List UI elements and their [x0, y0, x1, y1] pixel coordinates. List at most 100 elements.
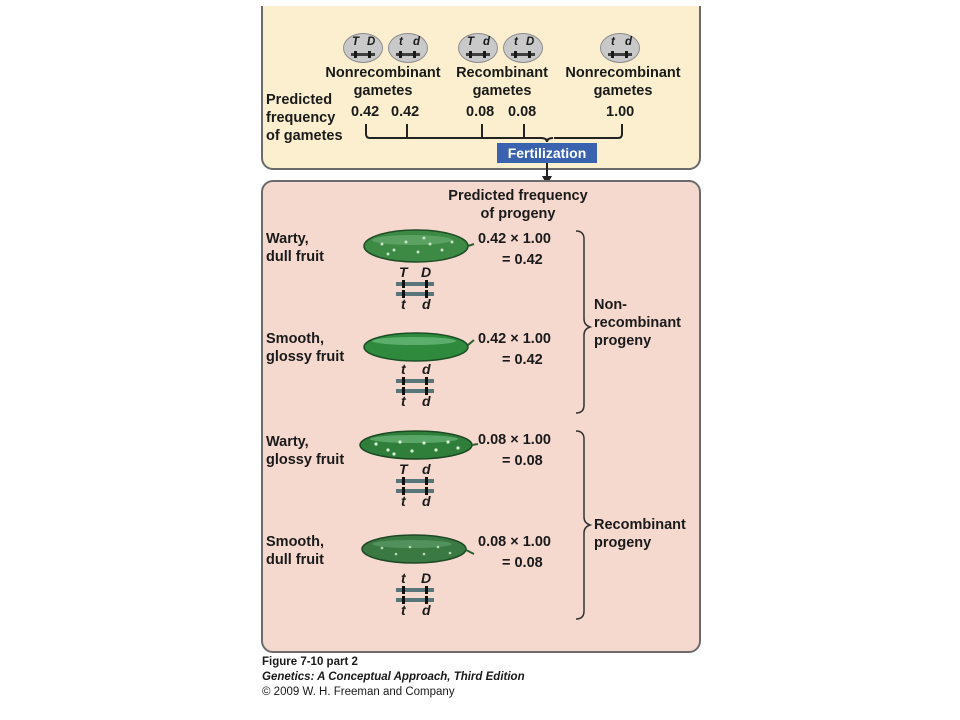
bracket-point: [540, 137, 554, 143]
locus-mark: [413, 51, 416, 58]
locus-mark: [354, 51, 357, 58]
label-line: frequency: [266, 110, 336, 126]
label-line: glossy fruit: [266, 452, 345, 468]
locus-mark: [528, 51, 531, 58]
chromosome-bar: [396, 379, 434, 383]
allele: t: [401, 570, 406, 586]
gamete-bracket: [365, 124, 623, 185]
phenotype-label: Warty, glossy fruit: [266, 433, 344, 469]
chromosome-bar: [396, 292, 434, 296]
chromosome-bar: [511, 53, 535, 56]
chromosome-bar: [396, 479, 434, 483]
chromosome-bar: [396, 588, 434, 592]
nonrecombinant-brace: [575, 230, 593, 414]
allele: D: [421, 570, 432, 586]
allele: t: [401, 602, 406, 618]
locus-mark: [425, 290, 428, 298]
locus-mark: [425, 596, 428, 604]
locus-mark: [402, 377, 405, 385]
locus-mark: [514, 51, 517, 58]
locus-mark: [399, 51, 402, 58]
header-line: Predicted frequency: [448, 188, 588, 204]
label-line: Nonrecombinant: [565, 65, 681, 81]
chromosome-bar: [608, 53, 632, 56]
progeny-panel: [261, 180, 701, 653]
gamete-chromosome-td-right: t d: [600, 33, 640, 63]
allele: d: [422, 296, 431, 312]
allele: d: [625, 36, 633, 48]
gamete-chromosome-tD: t D: [503, 33, 543, 63]
allele: d: [422, 602, 431, 618]
smooth-cucumber-icon: [363, 332, 475, 362]
locus-mark: [425, 377, 428, 385]
gamete-chromosome-td: t d: [388, 33, 428, 63]
locus-mark: [402, 387, 405, 395]
gamete-frequency: 0.08: [466, 104, 495, 120]
allele: t: [401, 493, 406, 509]
dull-smooth-cucumber-icon: [361, 534, 475, 564]
label-line: of gametes: [266, 128, 343, 144]
gamete-frequency: 0.08: [508, 104, 537, 120]
label-line: glossy fruit: [266, 349, 345, 365]
progeny-calculation: 0.42 × 1.00 = 0.42: [478, 329, 551, 371]
calc-line: 0.42 × 1.00: [478, 331, 551, 347]
gamete-chromosome-Td: T d: [458, 33, 498, 63]
chromosome-bar: [396, 389, 434, 393]
allele: T: [399, 461, 408, 477]
locus-mark: [402, 477, 405, 485]
genotype-diagram: T d t d: [396, 461, 446, 511]
locus-mark: [402, 596, 405, 604]
locus-mark: [402, 290, 405, 298]
locus-mark: [625, 51, 628, 58]
progeny-calculation: 0.08 × 1.00 = 0.08: [478, 532, 551, 574]
phenotype-label: Smooth, glossy fruit: [266, 330, 344, 366]
progeny-frequency-header: Predicted frequency of progeny: [440, 187, 596, 223]
recombinant-progeny-label: Recombinant progeny: [594, 516, 686, 552]
genotype-diagram: T D t d: [396, 264, 446, 314]
label-line: progeny: [594, 333, 652, 349]
recombinant-gametes-label: Recombinant gametes: [450, 64, 554, 100]
gamete-frequency: 0.42: [351, 104, 380, 120]
label-line: recombinant: [594, 315, 682, 331]
label-line: gametes: [593, 83, 653, 99]
label-line: Smooth,: [266, 534, 324, 550]
label-line: Non-: [594, 297, 628, 313]
caption-line: Figure 7-10 part 2: [262, 656, 358, 668]
allele: t: [514, 36, 518, 48]
label-line: dull fruit: [266, 249, 324, 265]
label-line: gametes: [472, 83, 532, 99]
allele: t: [401, 296, 406, 312]
gamete-frequency: 1.00: [606, 104, 635, 120]
phenotype-label: Warty, dull fruit: [266, 230, 324, 266]
allele: t: [401, 361, 406, 377]
allele: t: [401, 393, 406, 409]
caption-line: © 2009 W. H. Freeman and Company: [262, 686, 455, 698]
chromosome-bar: [351, 53, 375, 56]
allele: t: [399, 36, 403, 48]
chromosome-bar: [466, 53, 490, 56]
chromosome-bar: [396, 53, 420, 56]
nonrecombinant-gametes-label-left: Nonrecombinant gametes: [318, 64, 448, 100]
locus-mark: [425, 387, 428, 395]
allele: T: [399, 264, 408, 280]
allele: t: [611, 36, 615, 48]
label-line: dull fruit: [266, 552, 324, 568]
progeny-calculation: 0.42 × 1.00 = 0.42: [478, 229, 551, 271]
allele: D: [421, 264, 432, 280]
locus-mark: [402, 586, 405, 594]
header-line: of progeny: [480, 206, 556, 222]
recombinant-brace: [575, 430, 593, 620]
figure-caption: Figure 7-10 part 2 Genetics: A Conceptua…: [262, 655, 525, 700]
locus-mark: [425, 586, 428, 594]
allele: d: [413, 36, 421, 48]
locus-mark: [368, 51, 371, 58]
warty-glossy-cucumber-icon: [359, 430, 479, 460]
calc-line: = 0.08: [502, 555, 543, 571]
label-line: Warty,: [266, 434, 309, 450]
locus-mark: [611, 51, 614, 58]
chromosome-bar: [396, 489, 434, 493]
allele: d: [422, 361, 431, 377]
locus-mark: [425, 487, 428, 495]
chromosome-bar: [396, 282, 434, 286]
gamete-frequency: 0.42: [391, 104, 420, 120]
